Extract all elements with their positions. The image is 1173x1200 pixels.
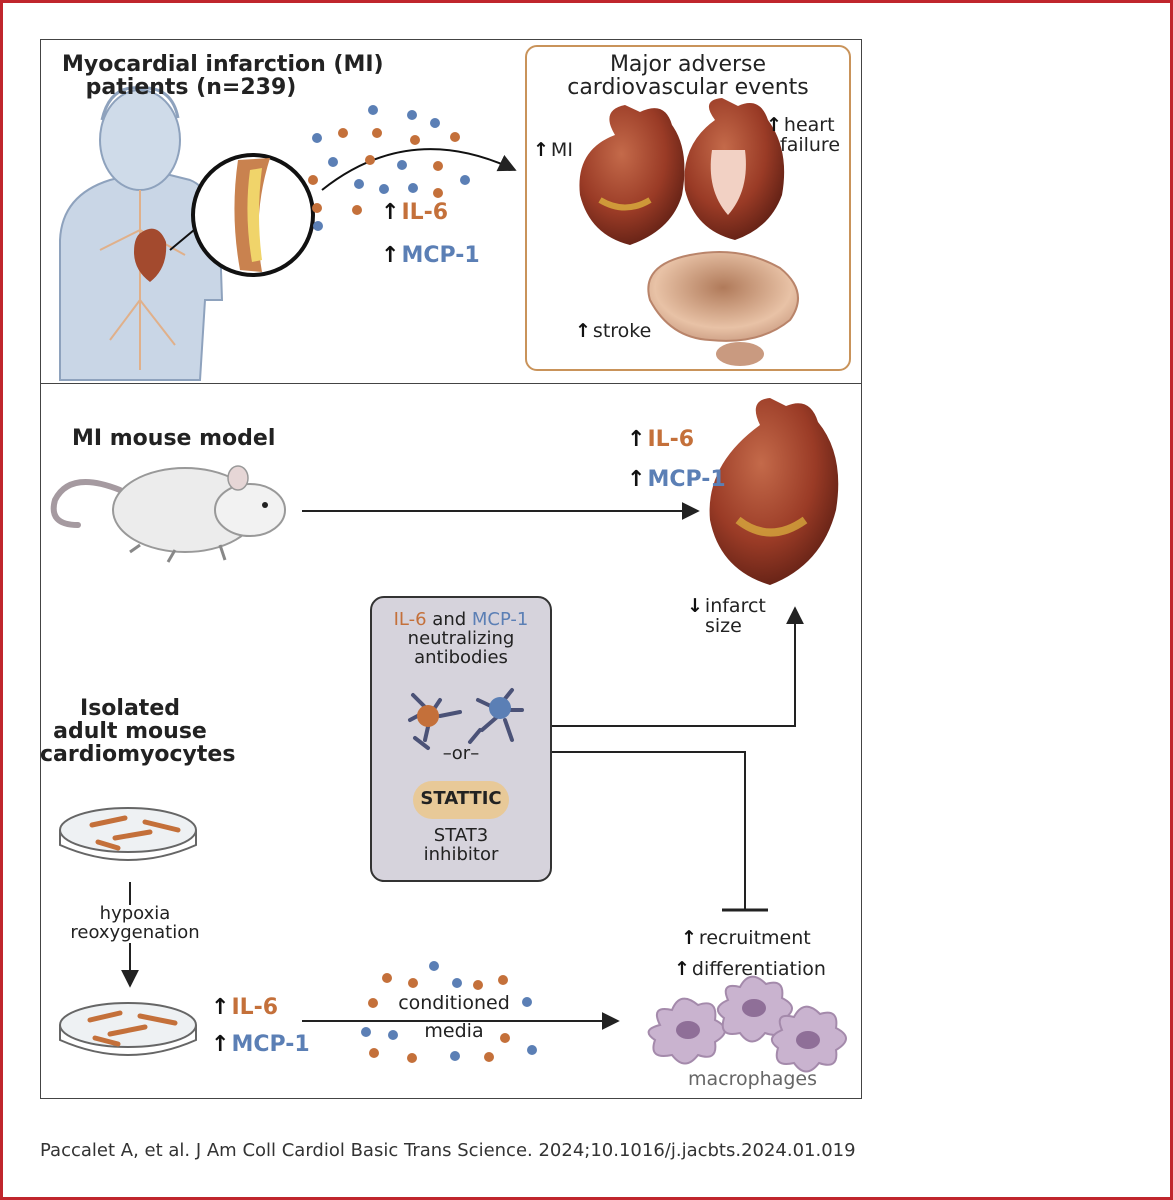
heart-mcp1-label: MCP-1 bbox=[627, 467, 726, 492]
cytokine-dots-top bbox=[308, 105, 470, 231]
stat3-line2: inhibitor bbox=[423, 843, 499, 865]
mace-title-line1: Major adverse bbox=[609, 52, 767, 77]
patient-mcp1-label: MCP-1 bbox=[381, 243, 480, 268]
conditioned-line1: conditioned bbox=[395, 993, 513, 1014]
mace-mi-text: MI bbox=[550, 139, 573, 161]
infarct-line1: infarct bbox=[687, 596, 766, 617]
macrophages-label: macrophages bbox=[688, 1068, 818, 1090]
cells-title-line3: cardiomyocytes bbox=[40, 742, 236, 768]
citation: Paccalet A, et al. J Am Coll Cardiol Bas… bbox=[40, 1140, 856, 1161]
stattic-pill bbox=[413, 781, 509, 819]
patient-il6-text: IL-6 bbox=[401, 200, 449, 225]
heart-failure-illustration bbox=[684, 98, 785, 240]
differentiation-text: differentiation bbox=[691, 958, 826, 980]
stat3-inhibitor-label: STAT3 inhibitor bbox=[370, 825, 552, 865]
treatment-and: and bbox=[426, 609, 472, 630]
macrophage-cells bbox=[647, 975, 847, 1073]
treatment-il6: IL-6 bbox=[393, 609, 427, 630]
mouse-illustration bbox=[50, 465, 286, 563]
cells-title: Isolated adult mouse cardiomyocytes bbox=[40, 696, 236, 768]
dish-mcp1-text: MCP-1 bbox=[231, 1032, 310, 1057]
mace-title: Major adverse cardiovascular events bbox=[540, 53, 836, 99]
conditioned-media-label: conditioned media bbox=[380, 993, 528, 1042]
hypoxia-label: hypoxia reoxygenation bbox=[70, 903, 200, 943]
infarct-arrow bbox=[552, 606, 804, 727]
heart-il6-label: IL-6 bbox=[627, 428, 694, 451]
dish-il6-label: IL-6 bbox=[211, 996, 278, 1019]
mace-box bbox=[525, 45, 851, 371]
conditioned-line2: media bbox=[424, 1019, 484, 1042]
patient-illustration bbox=[59, 86, 224, 381]
heart-mcp1-text: MCP-1 bbox=[647, 467, 726, 492]
artery-zoom bbox=[169, 153, 315, 277]
treatment-mcp1: MCP-1 bbox=[471, 609, 529, 630]
mcp1-antigen-icon bbox=[489, 697, 511, 719]
il6-antigen-icon bbox=[417, 705, 439, 727]
stat3-line1: STAT3 bbox=[433, 825, 489, 846]
patient-mcp1-text: MCP-1 bbox=[401, 243, 480, 268]
hypoxia-line2: reoxygenation bbox=[70, 921, 200, 943]
mouse-heart-illustration bbox=[709, 398, 839, 585]
cytokine-dots-bottom bbox=[361, 961, 537, 1063]
petri-dish-bottom bbox=[59, 1002, 197, 1056]
treatment-or: –or– bbox=[442, 743, 480, 764]
recruitment-text: recruitment bbox=[698, 927, 811, 949]
mace-heart-failure-label: heart failure bbox=[766, 115, 841, 156]
mace-stroke-text: stroke bbox=[592, 320, 652, 342]
heart-il6-text: IL-6 bbox=[647, 427, 695, 452]
patients-title: Myocardial infarction (MI) patients (n=2… bbox=[62, 52, 384, 101]
dish-il6-text: IL-6 bbox=[231, 995, 279, 1020]
inhibition-line bbox=[552, 751, 746, 910]
mi-heart-illustration bbox=[579, 105, 685, 245]
heart-failure-line2: failure bbox=[780, 133, 841, 156]
treatment-line2: neutralizing bbox=[407, 627, 515, 649]
dish-mcp1-label: MCP-1 bbox=[211, 1032, 310, 1057]
mace-mi-label: MI bbox=[533, 139, 573, 161]
treatment-line3: antibodies bbox=[414, 646, 508, 668]
hypoxia-line1: hypoxia bbox=[99, 903, 171, 924]
patients-title-line2: patients (n=239) bbox=[85, 75, 297, 101]
stattic-label: STATTIC bbox=[420, 788, 502, 809]
cells-title-line1: Isolated bbox=[80, 696, 180, 721]
mouse-model-panel bbox=[40, 383, 862, 1099]
petri-dish-top bbox=[59, 807, 197, 861]
treatment-box bbox=[370, 596, 552, 882]
treatment-title: IL-6 and MCP-1 neutralizing antibodies bbox=[370, 609, 552, 668]
heart-failure-line1: heart bbox=[766, 115, 840, 136]
recruitment-label: recruitment bbox=[681, 927, 811, 949]
differentiation-label: differentiation bbox=[674, 958, 826, 980]
mace-title-line2: cardiovascular events bbox=[567, 75, 809, 101]
mace-arrow bbox=[321, 148, 517, 191]
patients-title-line1: Myocardial infarction (MI) bbox=[62, 52, 384, 77]
infarct-line2: size bbox=[705, 614, 742, 637]
mouse-model-title: MI mouse model bbox=[72, 426, 276, 451]
brain-illustration bbox=[647, 250, 799, 366]
cells-title-line2: adult mouse bbox=[53, 719, 207, 745]
mace-stroke-label: stroke bbox=[575, 320, 652, 342]
macrophage-nuclei bbox=[676, 999, 820, 1049]
patient-il6-label: IL-6 bbox=[381, 201, 448, 224]
infarct-size-label: infarct size bbox=[687, 596, 766, 637]
